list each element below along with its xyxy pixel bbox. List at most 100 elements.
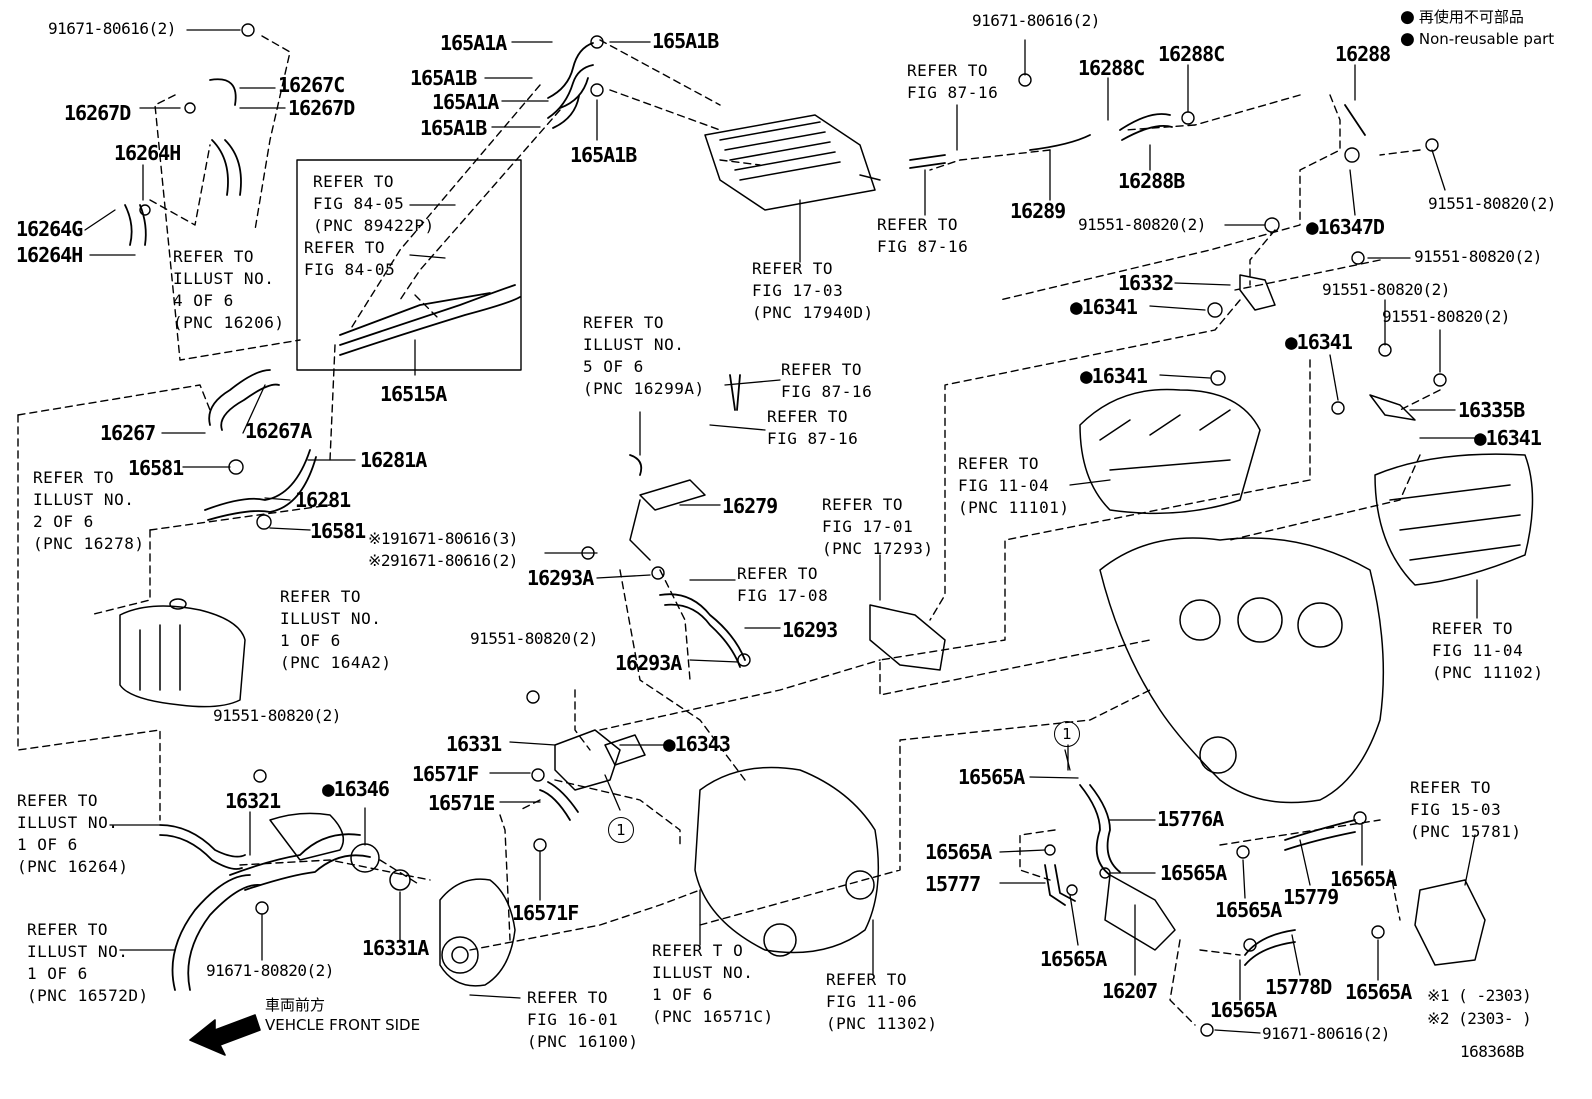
- part-label-nonreusable: 16341: [1285, 331, 1353, 353]
- part-label-nonreusable: 16341: [1080, 365, 1148, 387]
- part-label: 16288B: [1118, 169, 1185, 193]
- part-label: 16331: [446, 732, 502, 756]
- part-label: 91671-80616(2): [972, 11, 1100, 30]
- part-label: 16267A: [245, 419, 312, 443]
- part-label: 16288: [1335, 42, 1391, 66]
- part-label: 16571F: [512, 901, 579, 925]
- part-label: 165A1B: [420, 116, 487, 140]
- part-label: 91551-80820(2): [1428, 194, 1556, 213]
- footnote: ※1 ( -2303): [1427, 986, 1532, 1005]
- part-label-nonreusable: 16341: [1474, 427, 1542, 449]
- diagram-number: 168368B: [1460, 1042, 1524, 1061]
- part-label: 16267: [100, 421, 156, 445]
- vehicle-front-en: VEHCLE FRONT SIDE: [265, 1016, 421, 1034]
- part-label: 15777: [925, 872, 981, 896]
- part-label-nonreusable: 16347D: [1306, 216, 1385, 238]
- part-label: 16281: [295, 488, 351, 512]
- part-label: 15779: [1283, 885, 1339, 909]
- part-label: 16288C: [1158, 42, 1225, 66]
- part-label: 16331A: [362, 936, 429, 960]
- part-label: 16321: [225, 789, 281, 813]
- part-label: 91671-80616(2): [1262, 1024, 1390, 1043]
- part-label: 16565A: [958, 765, 1025, 789]
- legend-dot-icon: ●: [1400, 7, 1415, 27]
- part-label: 16264H: [16, 243, 83, 267]
- cylinder-head-left-icon: [1079, 388, 1261, 515]
- part-label: 91551-80820(2): [470, 629, 598, 648]
- sub-assembly-frame: [296, 159, 522, 371]
- part-label: 16267C: [278, 73, 345, 97]
- part-label: 16335B: [1458, 398, 1525, 422]
- part-label: 16565A: [1210, 998, 1277, 1022]
- part-label: 16581: [310, 519, 366, 543]
- label-leaders: [84, 29, 1478, 1034]
- part-label: 16565A: [1160, 861, 1227, 885]
- legend-en: Non-reusable part: [1418, 30, 1555, 48]
- intercooler-icon: [704, 114, 876, 211]
- part-label: 16293A: [527, 566, 594, 590]
- legend-dot-icon: ●: [1400, 29, 1415, 49]
- part-label-nonreusable: 16343: [663, 733, 731, 755]
- part-label: 16281A: [360, 448, 427, 472]
- fasteners: [139, 23, 1447, 1037]
- part-label: 16565A: [1040, 947, 1107, 971]
- dashed-leaders: [17, 35, 1441, 1026]
- cylinder-head-right-icon: [1374, 453, 1534, 586]
- legend-jp: 再使用不可部品: [1418, 8, 1524, 26]
- part-label: 16565A: [1330, 867, 1397, 891]
- part-label: 16565A: [1215, 898, 1282, 922]
- part-label: 16207: [1102, 979, 1158, 1003]
- part-label: 91671-80820(2): [206, 961, 334, 980]
- part-label: 16571F: [412, 762, 479, 786]
- vehicle-front-jp: 車両前方: [265, 996, 326, 1014]
- vehicle-front-note: 車両前方 VEHCLE FRONT SIDE: [265, 995, 420, 1035]
- part-label: 91671-80616(2): [48, 19, 176, 38]
- part-label: 16332: [1118, 271, 1174, 295]
- legend: ●再使用不可部品 ●Non-reusable part: [1400, 6, 1554, 50]
- part-label: 16293: [782, 618, 838, 642]
- footnote: ※2 (2303- ): [1427, 1009, 1532, 1028]
- part-label: 165A1B: [570, 143, 637, 167]
- part-label: ※291671-80616(2): [368, 551, 518, 570]
- callout-marker: 1: [608, 817, 634, 843]
- part-label: 16571E: [428, 791, 495, 815]
- part-label: 165A1A: [440, 31, 507, 55]
- part-label: 16565A: [1345, 980, 1412, 1004]
- part-label: 165A1B: [652, 29, 719, 53]
- part-label: 91551-80820(2): [213, 706, 341, 725]
- part-label: 16581: [128, 456, 184, 480]
- reservoir-tank-icon: [119, 605, 246, 708]
- engine-block-icon: [1099, 537, 1385, 804]
- part-label-nonreusable: 16346: [322, 778, 390, 800]
- part-label: 16264H: [114, 141, 181, 165]
- part-label: 16293A: [615, 651, 682, 675]
- part-label: 16565A: [925, 840, 992, 864]
- part-label: 16267D: [288, 96, 355, 120]
- callout-marker: 1: [1054, 721, 1080, 747]
- gasket-icon: [350, 843, 380, 873]
- part-label: 91551-80820(2): [1382, 307, 1510, 326]
- part-label: 16288C: [1078, 56, 1145, 80]
- part-label: ※191671-80616(3): [368, 529, 518, 548]
- part-label: 15778D: [1265, 975, 1332, 999]
- part-label: 16289: [1010, 199, 1066, 223]
